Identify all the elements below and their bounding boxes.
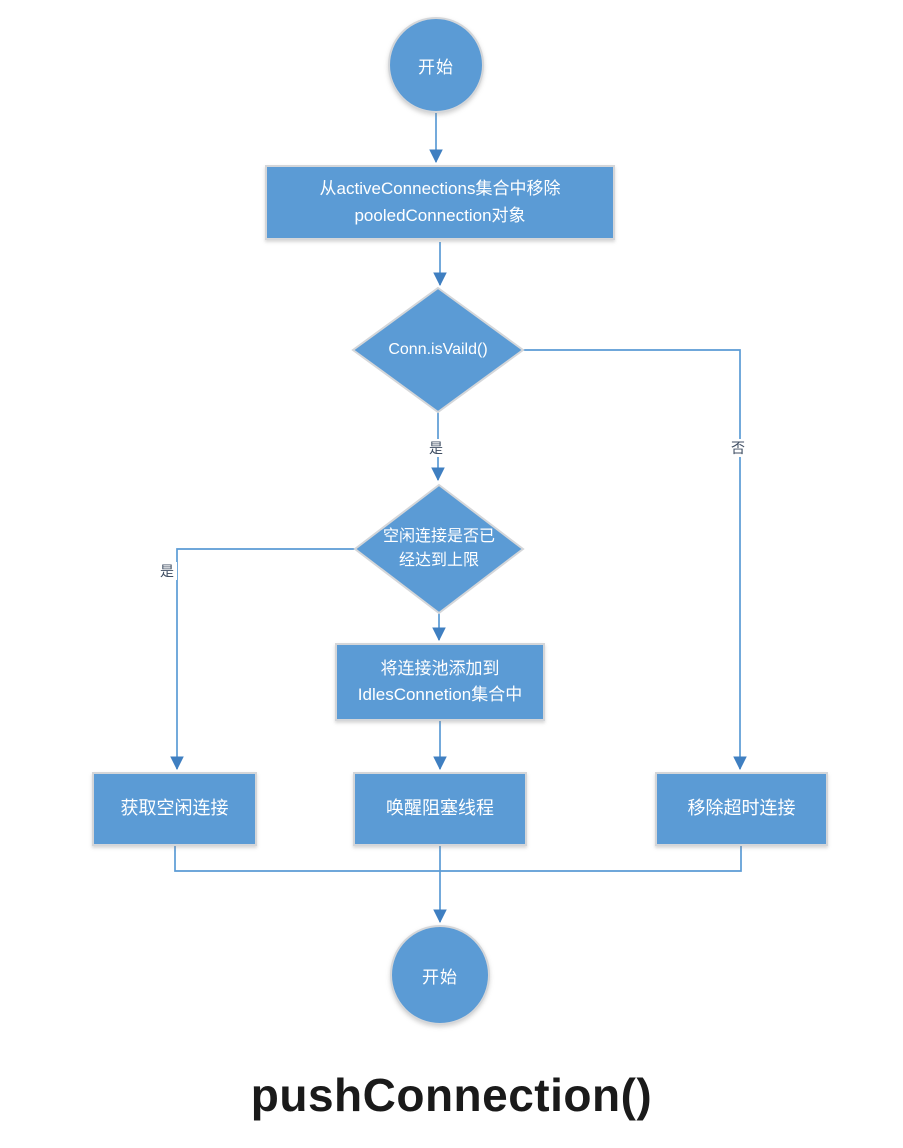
process-add-to-idles: 将连接池添加到 IdlesConnetion集合中 [335, 643, 545, 721]
diagram-caption: pushConnection() [250, 1069, 653, 1121]
process-add-to-idles-line1: 将连接池添加到 [380, 658, 500, 678]
process-wake-blocked-thread: 唤醒阻塞线程 [353, 772, 527, 846]
decision-conn-is-valid-shape [351, 286, 525, 414]
process-remove-from-active-line2: pooledConnection对象 [354, 205, 526, 225]
process-get-idle-connection-label: 获取空闲连接 [120, 798, 229, 819]
edge-merge-bus [174, 846, 742, 872]
edge-label-valid-yes: 是 [426, 439, 446, 457]
edge-label-valid-no: 否 [728, 439, 748, 457]
start-node-bottom: 开始 [390, 925, 490, 1025]
process-remove-timeout-connection-label: 移除超时连接 [687, 798, 796, 819]
process-remove-timeout-connection: 移除超时连接 [655, 772, 828, 846]
process-remove-from-active: 从activeConnections集合中移除 pooledConnection… [265, 165, 615, 240]
edge-valid-no-right [523, 349, 747, 771]
process-remove-from-active-line1: 从activeConnections集合中移除 [319, 179, 561, 199]
process-add-to-idles-line2: IdlesConnetion集合中 [357, 685, 523, 704]
edge-limit-yes-left [170, 548, 355, 771]
start-node-top: 开始 [388, 17, 484, 113]
start-node-bottom-label: 开始 [422, 967, 458, 987]
decision-idle-limit-shape [353, 483, 525, 615]
start-node-top-label: 开始 [418, 57, 454, 77]
process-wake-blocked-thread-label: 唤醒阻塞线程 [386, 798, 494, 819]
edge-label-limit-yes: 是 [157, 562, 177, 580]
process-get-idle-connection: 获取空闲连接 [92, 772, 257, 846]
